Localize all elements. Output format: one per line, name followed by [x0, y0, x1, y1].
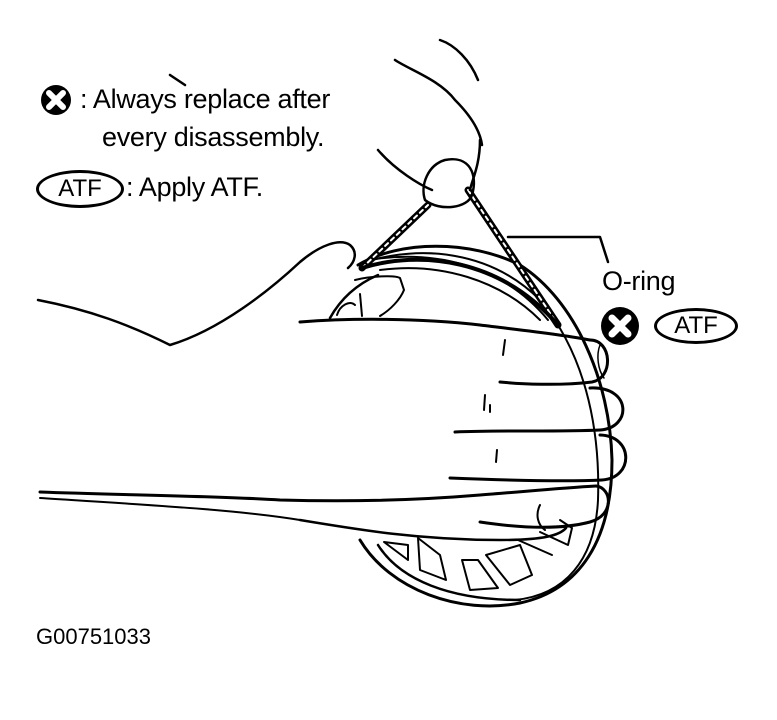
finger-ring: [448, 433, 628, 483]
piston-outer-edge: [356, 244, 614, 608]
finger-middle: [453, 386, 625, 434]
oring-replace-x-icon: [601, 307, 639, 345]
piston-rim-face: [379, 267, 541, 321]
oring-atf-symbol: ATF: [654, 308, 738, 344]
legend-replace-line1: : Always replace after: [80, 84, 331, 114]
finger-little: [478, 484, 610, 529]
oring-leader-line: [506, 235, 610, 264]
legend-atf-text: : Apply ATF.: [126, 172, 263, 202]
finger-index: [498, 338, 609, 386]
figure-id: G00751033: [36, 624, 151, 649]
legend-replace-line2: every disassembly.: [102, 122, 325, 152]
oring-label: O-ring: [602, 266, 676, 296]
replace-x-icon: [41, 85, 71, 115]
atf-symbol-legend: ATF: [36, 170, 124, 208]
piston-rim-inner: [364, 252, 600, 601]
upper-hand-thumb: [422, 157, 476, 209]
arm-top-edge: [36, 241, 356, 347]
